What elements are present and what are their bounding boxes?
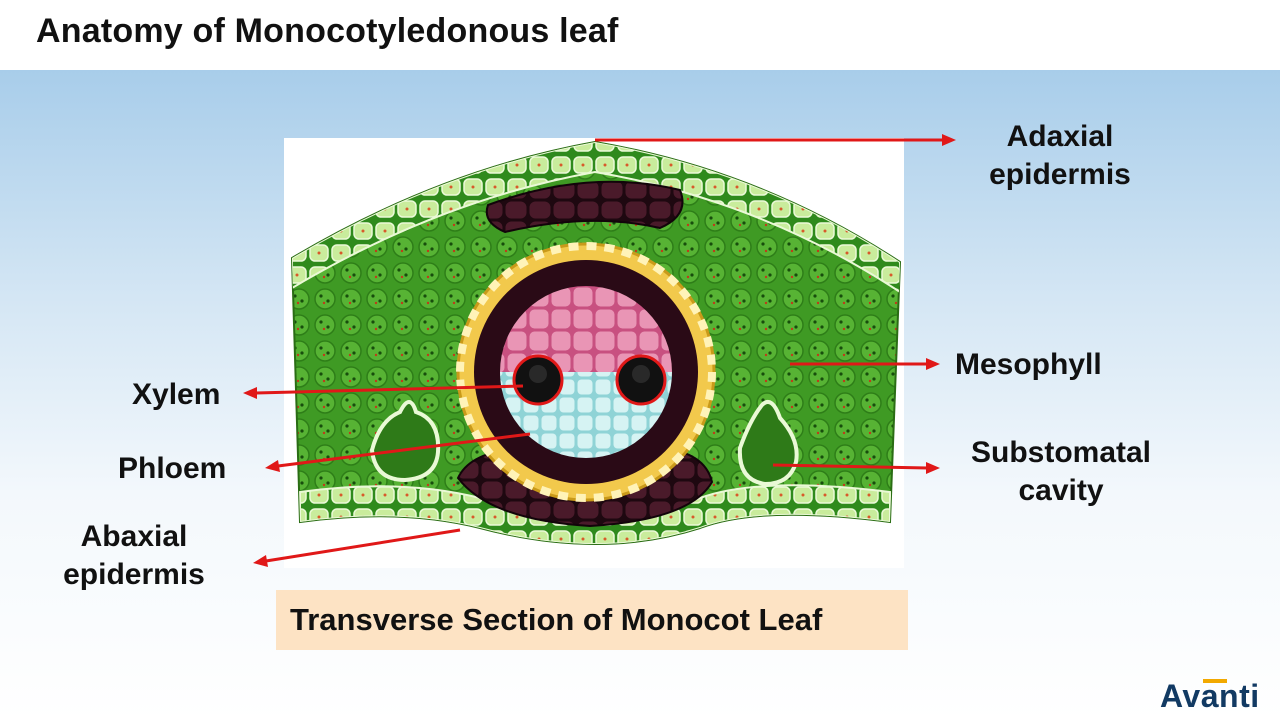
label-xylem: Xylem (132, 378, 221, 411)
label-mesophyll: Mesophyll (955, 348, 1102, 381)
label-adaxial-epidermis: Adaxial epidermis (960, 118, 1160, 194)
label-abaxial-line2: epidermis (63, 558, 205, 591)
label-substomatal-line1: Substomatal (970, 436, 1152, 469)
arrowhead-mesophyll (926, 358, 940, 370)
arrowhead-xylem (243, 387, 257, 399)
adaxial-epidermis-layer (292, 142, 900, 294)
label-substomatal-cavity: Substomatal cavity (950, 434, 1172, 510)
arrowhead-phloem (265, 460, 280, 472)
upper-sclerenchyma (485, 180, 684, 234)
arrow-phloem (277, 432, 531, 468)
page-title: Anatomy of Monocotyledonous leaf (36, 12, 619, 50)
brand-logo-text: Avanti (1160, 678, 1260, 714)
label-substomatal-line2: cavity (1018, 474, 1104, 507)
arrow-xylem (255, 384, 524, 395)
annotation-arrows (243, 134, 956, 567)
label-abaxial-line1: Abaxial (80, 520, 188, 553)
xylem-tissue (500, 286, 672, 372)
arrowhead-abaxial (253, 555, 268, 567)
caption-box: Transverse Section of Monocot Leaf (276, 590, 908, 650)
brand-logo-accent (1203, 679, 1227, 683)
label-adaxial-line2: epidermis (989, 158, 1131, 191)
header-bar: Anatomy of Monocotyledonous leaf (0, 0, 1280, 70)
figure-caption: Transverse Section of Monocot Leaf (290, 602, 823, 637)
substomatal-cavity-right (737, 400, 799, 487)
arrowhead-adaxial (942, 134, 956, 146)
label-abaxial-epidermis: Abaxial epidermis (40, 518, 228, 594)
bundle-sheath-cells (456, 242, 716, 502)
substomatal-cavity-left (369, 400, 441, 483)
arrow-substomatal (772, 463, 929, 470)
label-adaxial-line1: Adaxial (1006, 120, 1114, 153)
arrowhead-substomatal (926, 462, 940, 474)
arrow-abaxial (265, 528, 461, 563)
label-phloem: Phloem (118, 452, 227, 485)
